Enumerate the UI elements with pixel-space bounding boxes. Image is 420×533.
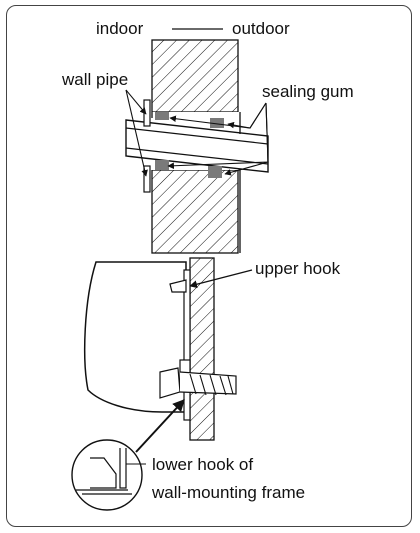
- arrow-to-lower-hook: [135, 399, 185, 453]
- sealing-gum-blocks: [155, 112, 224, 178]
- arrow-upper-hook: [189, 269, 253, 289]
- label-sealing-gum: sealing gum: [262, 82, 354, 101]
- label-outdoor: outdoor: [232, 19, 290, 38]
- arrow-wall-pipe-bottom: [125, 89, 148, 177]
- wall-section-bottom: [189, 257, 215, 441]
- label-lower-hook-line2: wall-mounting frame: [151, 483, 305, 502]
- arrow-wall-pipe-top: [125, 89, 147, 115]
- wall-pipe: [125, 99, 269, 253]
- arrow-gum-2: [227, 102, 267, 129]
- lower-hook-detail: [71, 439, 143, 511]
- label-wall-pipe: wall pipe: [61, 70, 128, 89]
- diagram-frame: [6, 5, 412, 527]
- piping-outlet: [159, 367, 237, 399]
- arrow-gum-4: [224, 102, 269, 176]
- label-upper-hook: upper hook: [255, 259, 341, 278]
- label-indoor: indoor: [96, 19, 144, 38]
- label-lower-hook-line1: lower hook of: [152, 455, 253, 474]
